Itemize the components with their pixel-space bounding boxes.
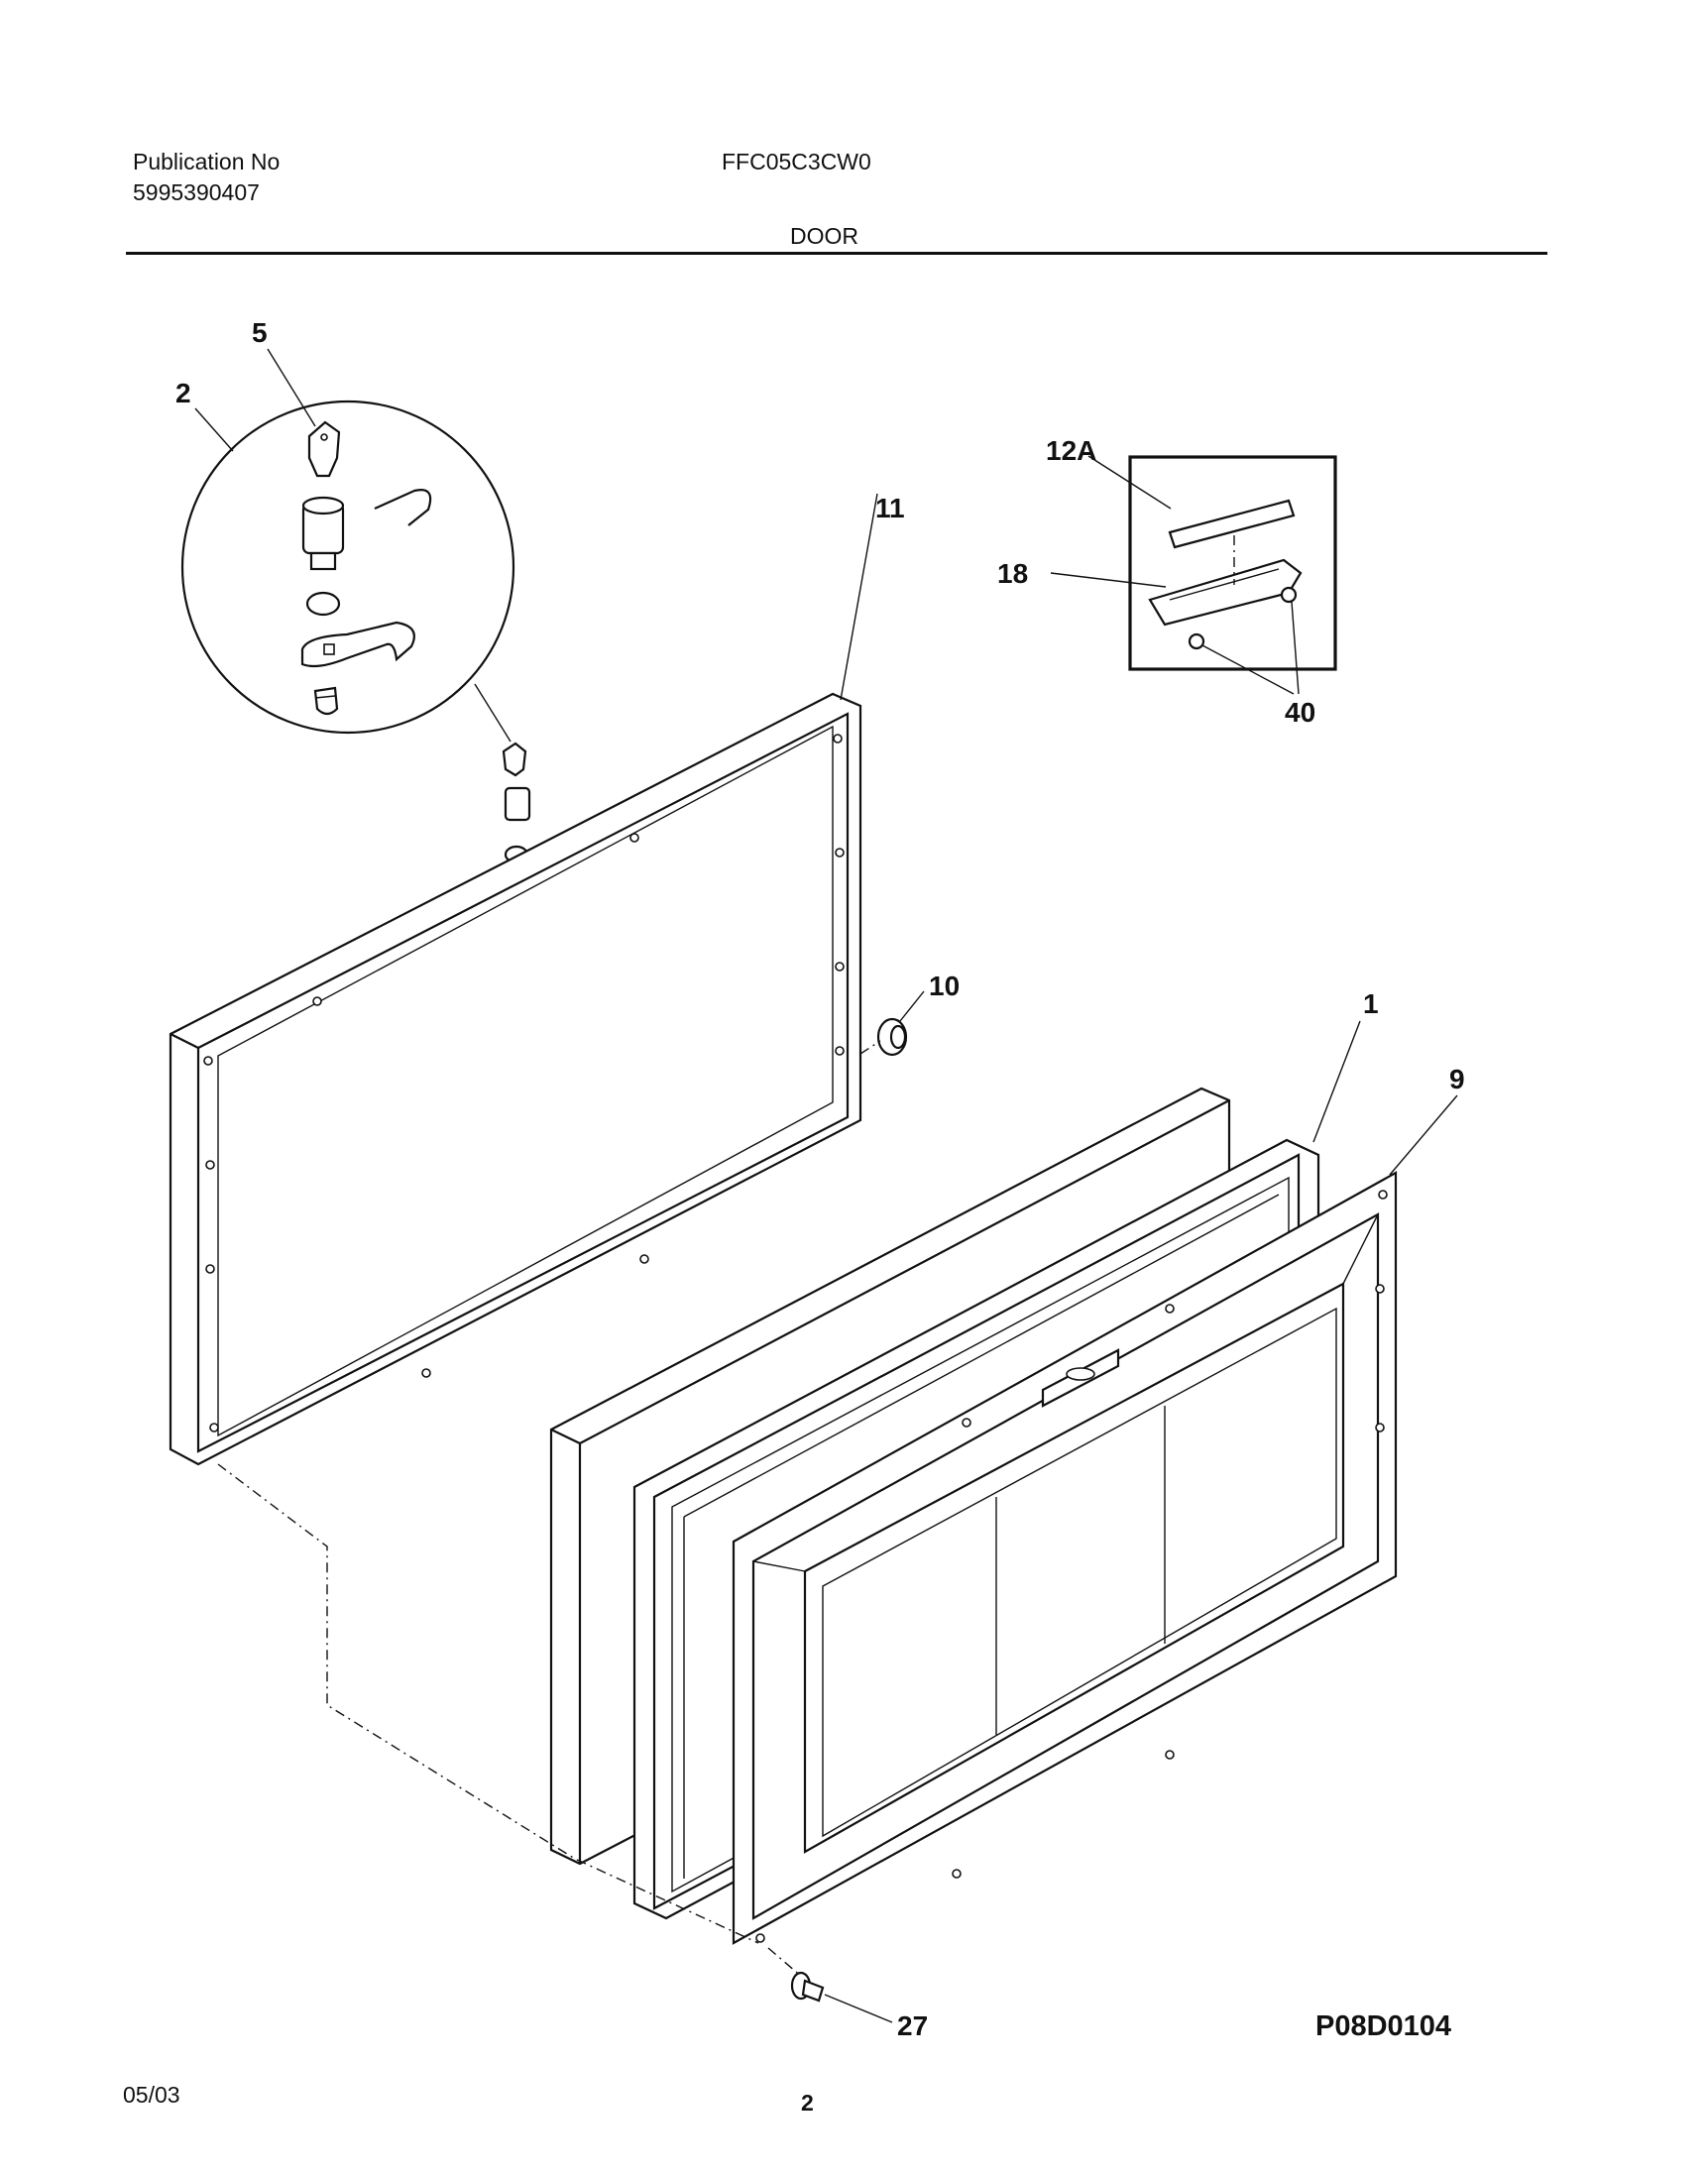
callout-12a: 12A	[1046, 435, 1096, 466]
door-bumper	[859, 990, 925, 1057]
callout-2: 2	[175, 378, 191, 408]
model-number: FFC05C3CW0	[722, 149, 871, 174]
page-number: 2	[801, 2090, 814, 2116]
callout-5: 5	[252, 317, 268, 348]
handle-trim-icon	[1148, 558, 1303, 627]
header-rule	[126, 252, 1547, 255]
section-title: DOOR	[790, 223, 858, 249]
key-icon	[307, 420, 341, 478]
publication-label: Publication No	[133, 149, 281, 174]
callout-9: 9	[1449, 1064, 1465, 1094]
label-strip-icon	[1168, 499, 1296, 549]
callout-40: 40	[1285, 697, 1315, 728]
publication-number: 5995390407	[133, 179, 260, 205]
lock-screw-icon	[313, 686, 339, 716]
callout-11: 11	[875, 493, 905, 523]
footer-date: 05/03	[123, 2082, 180, 2108]
callout-1: 1	[1363, 988, 1379, 1019]
callout-27: 27	[897, 2010, 928, 2041]
handle-detail-inset	[1050, 455, 1337, 695]
outer-door-panel	[732, 1094, 1458, 1945]
lock-clip-icon	[374, 489, 432, 526]
door-screw	[790, 1971, 893, 2023]
callout-10: 10	[929, 971, 960, 1001]
lock-detail-callout	[180, 400, 515, 735]
drawing-code: P08D0104	[1315, 2010, 1451, 2042]
lock-cam-icon	[300, 621, 415, 668]
callout-18: 18	[997, 558, 1028, 589]
o-ring-icon	[305, 591, 341, 617]
inner-door-liner	[169, 493, 878, 1466]
